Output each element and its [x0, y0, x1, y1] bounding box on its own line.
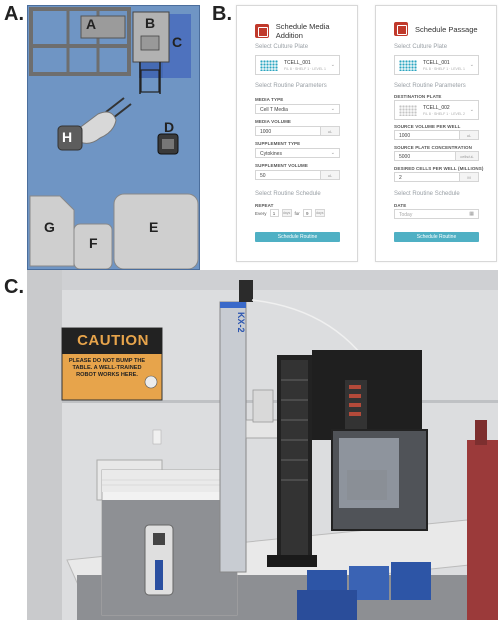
lab-layout-diagram: A B C D E F G H: [27, 5, 200, 270]
schedule-heading: Select Routine Schedule: [394, 191, 460, 197]
robot-brand-label: KX-2: [236, 312, 246, 333]
region-label-e: E: [149, 219, 159, 235]
form-header: Schedule Passage: [394, 22, 478, 36]
desired-cells-unit: M: [459, 173, 478, 181]
date-placeholder: Today: [399, 212, 413, 218]
supplement-type-label: SUPPLEMENT TYPE: [255, 141, 301, 146]
panel-label-b: B.: [212, 3, 232, 25]
layout-drawing: [29, 7, 199, 269]
plate-wells-icon: [399, 105, 417, 116]
source-volume-unit: uL: [459, 131, 478, 139]
caution-sign-text: PLEASE DO NOT BUMP THE TABLE. A WELL-TRA…: [68, 358, 146, 378]
media-volume-input[interactable]: 1000 uL: [255, 126, 340, 136]
passage-form: Schedule Passage Select Culture Plate TC…: [375, 5, 497, 262]
destination-plate-name: TCELL_002: [423, 105, 450, 111]
repeat-interval-input[interactable]: 1: [269, 209, 279, 217]
photo-scene: [27, 270, 498, 620]
chevron-down-icon: ⌄: [330, 62, 335, 68]
source-concentration-value: 5000: [399, 154, 411, 160]
form-header: Schedule Media Addition: [255, 22, 357, 40]
desired-cells-input[interactable]: 2 M: [394, 172, 479, 182]
plate-location: F/L 8 · SHELF 1 · LEVEL 1: [423, 67, 465, 71]
supplement-type-value: Cytokines: [260, 151, 282, 157]
culture-plate-select[interactable]: TCELL_001 F/L 8 · SHELF 1 · LEVEL 1 ⌄: [394, 55, 479, 75]
plate-wells-icon: [260, 60, 278, 71]
region-label-h: H: [62, 129, 73, 145]
region-label-d: D: [164, 119, 175, 135]
chevron-down-icon: ⌄: [469, 107, 474, 113]
source-volume-label: SOURCE VOLUME PER WELL: [394, 124, 461, 129]
desired-cells-value: 2: [399, 175, 402, 181]
media-type-label: MEDIA TYPE: [255, 97, 284, 102]
panel-label-c: C.: [4, 276, 24, 298]
form-title: Schedule Media Addition: [275, 22, 330, 40]
repeat-duration-input[interactable]: 9: [302, 209, 312, 217]
source-volume-value: 1000: [399, 133, 411, 139]
date-input[interactable]: Today ▦: [394, 209, 479, 219]
date-label: DATE: [394, 203, 407, 208]
app-logo-icon: [394, 22, 408, 36]
lab-robot-photo: CAUTION PLEASE DO NOT BUMP THE TABLE. A …: [27, 270, 498, 620]
region-label-b: B: [145, 15, 156, 31]
chevron-down-icon: ⌄: [330, 106, 335, 112]
region-label-a: A: [86, 16, 97, 32]
schedule-routine-button[interactable]: Schedule Routine: [255, 232, 340, 242]
region-label-f: F: [89, 235, 98, 251]
supplement-volume-value: 50: [260, 173, 266, 179]
select-plate-heading: Select Culture Plate: [255, 44, 309, 50]
media-volume-label: MEDIA VOLUME: [255, 119, 292, 124]
select-plate-heading: Select Culture Plate: [394, 44, 448, 50]
routine-params-heading: Select Routine Parameters: [394, 83, 466, 89]
caution-sign-title: CAUTION: [77, 332, 149, 349]
calendar-icon: ▦: [469, 211, 474, 217]
media-volume-value: 1000: [260, 129, 272, 135]
source-concentration-unit: cells/uL: [455, 152, 478, 160]
source-concentration-input[interactable]: 5000 cells/uL: [394, 151, 479, 161]
supplement-type-select[interactable]: Cytokines ⌄: [255, 148, 340, 158]
culture-plate-select[interactable]: TCELL_001 F/L 8 · SHELF 1 · LEVEL 1 ⌄: [255, 55, 340, 75]
media-volume-unit: uL: [320, 127, 339, 135]
panel-label-a: A.: [4, 3, 24, 25]
media-type-select[interactable]: Cell T Media ⌄: [255, 104, 340, 114]
source-volume-input[interactable]: 1000 uL: [394, 130, 479, 140]
repeat-duration-unit: days: [314, 209, 325, 217]
repeat-label: REPEAT: [255, 203, 274, 208]
media-type-value: Cell T Media: [260, 107, 288, 113]
form-title: Schedule Passage: [415, 24, 478, 34]
destination-plate-location: F/L 8 · SHELF 1 · LEVEL 2: [423, 112, 465, 116]
schedule-heading: Select Routine Schedule: [255, 191, 321, 197]
supplement-volume-input[interactable]: 50 uL: [255, 170, 340, 180]
destination-plate-select[interactable]: TCELL_002 F/L 8 · SHELF 1 · LEVEL 2 ⌄: [394, 100, 479, 120]
plate-wells-icon: [399, 60, 417, 71]
supplement-volume-unit: uL: [320, 171, 339, 179]
desired-cells-label: DESIRED CELLS PER WELL (MILLIONS): [394, 166, 484, 171]
routine-params-heading: Select Routine Parameters: [255, 83, 327, 89]
media-addition-form: Schedule Media Addition Select Culture P…: [236, 5, 358, 262]
plate-name: TCELL_001: [423, 60, 450, 66]
repeat-for-text: for: [294, 210, 300, 216]
supplement-volume-label: SUPPLEMENT VOLUME: [255, 163, 308, 168]
chevron-down-icon: ⌄: [330, 150, 335, 156]
plate-name: TCELL_001: [284, 60, 311, 66]
repeat-every-text: Every: [255, 210, 267, 216]
region-label-c: C: [172, 34, 183, 50]
source-concentration-label: SOURCE PLATE CONCENTRATION: [394, 145, 472, 150]
schedule-routine-button[interactable]: Schedule Routine: [394, 232, 479, 242]
region-label-g: G: [44, 219, 55, 235]
app-logo-icon: [255, 24, 269, 38]
repeat-interval-unit: days: [281, 209, 292, 217]
destination-plate-label: DESTINATION PLATE: [394, 94, 442, 99]
repeat-row: Every 1 days for 9 days: [255, 209, 325, 217]
chevron-down-icon: ⌄: [469, 62, 474, 68]
plate-location: F/L 8 · SHELF 1 · LEVEL 1: [284, 67, 326, 71]
